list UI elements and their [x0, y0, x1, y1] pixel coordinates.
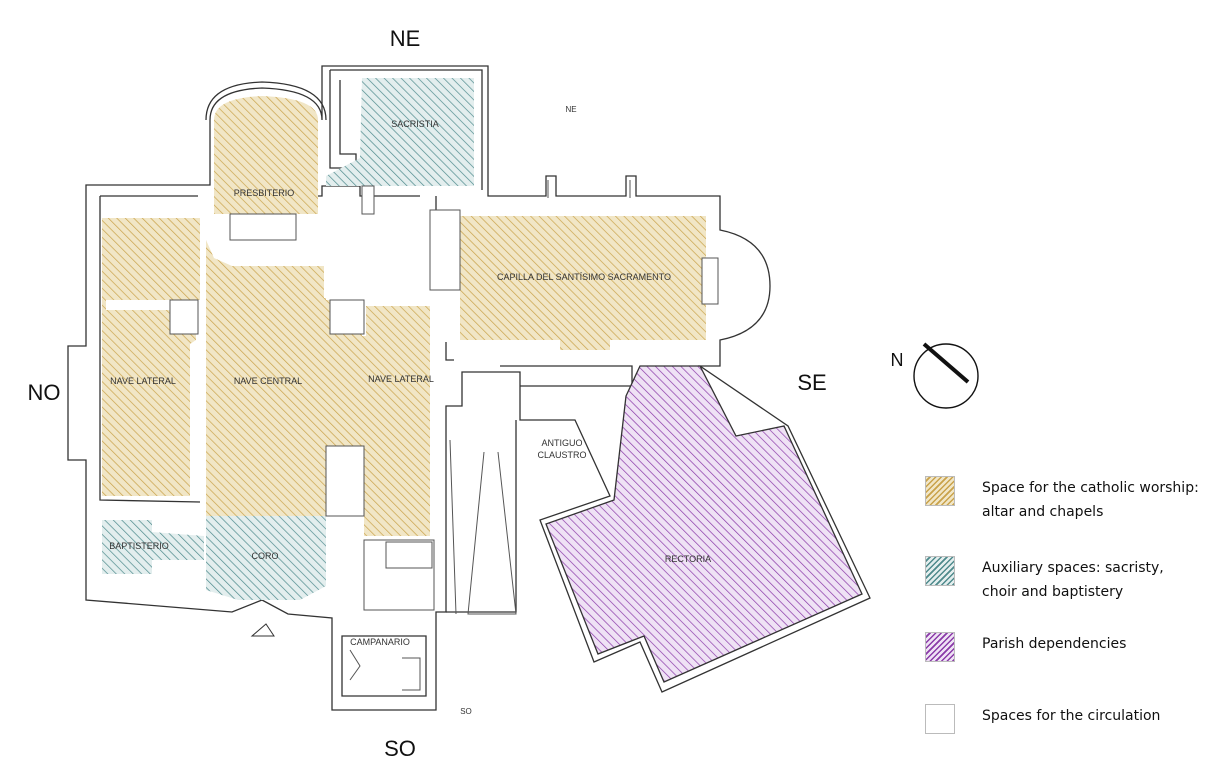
legend-text-auxiliary: Auxiliary spaces: sacristy, choir and ba… [982, 560, 1164, 600]
room-labels: SACRISTIA PRESBITERIO NAVE LATERAL NAVE … [109, 119, 711, 647]
north-arrow-icon: N [891, 342, 979, 409]
legend-text-circulation: Spaces for the circulation [982, 708, 1161, 724]
sacristia-area [326, 78, 474, 186]
label-rectoria: RECTORIA [665, 554, 711, 564]
capilla-area [460, 216, 706, 350]
label-nave-lateral-left: NAVE LATERAL [110, 376, 176, 386]
orientation-so-small: SO [460, 707, 472, 716]
label-sacristia: SACRISTIA [391, 119, 439, 129]
auxiliary-swatch-icon [925, 556, 955, 586]
orientation-no: NO [28, 380, 61, 405]
presbiterio-area [214, 96, 318, 214]
nave-lateral-left-area [102, 218, 200, 496]
label-nave-lateral-right: NAVE LATERAL [368, 374, 434, 384]
orientation-labels: NE NO SE SO NE SO [28, 26, 827, 761]
label-baptisterio: BAPTISTERIO [109, 541, 169, 551]
rectoria-area [545, 365, 863, 683]
parish-swatch-icon [925, 632, 955, 662]
label-claustro: CLAUSTRO [537, 450, 586, 460]
orientation-so: SO [384, 736, 416, 761]
auxiliary-areas [102, 78, 474, 600]
worship-areas [102, 96, 706, 536]
coro-area [206, 516, 326, 600]
nave-central-area [206, 218, 430, 536]
legend-item-auxiliary: Auxiliary spaces: sacristy, choir and ba… [925, 556, 1164, 604]
legend-item-parish: Parish dependencies [925, 632, 1126, 662]
legend-item-worship: Space for the catholic worship: altar an… [925, 476, 1199, 524]
label-coro: CORO [252, 551, 279, 561]
legend-text-parish: Parish dependencies [982, 636, 1127, 652]
label-presbiterio: PRESBITERIO [234, 188, 295, 198]
legend-text-worship: Space for the catholic worship: altar an… [982, 480, 1199, 520]
orientation-ne-small: NE [565, 105, 576, 114]
baptisterio-area [102, 520, 204, 574]
orientation-ne: NE [390, 26, 421, 51]
parish-areas [545, 365, 863, 683]
worship-swatch-icon [925, 476, 955, 506]
label-nave-central: NAVE CENTRAL [234, 376, 302, 386]
interior-details [169, 180, 719, 691]
label-campanario: CAMPANARIO [350, 637, 410, 647]
orientation-se: SE [797, 370, 826, 395]
label-antiguo: ANTIGUO [541, 438, 582, 448]
north-label: N [891, 350, 904, 370]
circulation-swatch-icon [925, 704, 955, 734]
legend-item-circulation: Spaces for the circulation [925, 704, 1160, 734]
label-capilla: CAPILLA DEL SANTÍSIMO SACRAMENTO [497, 272, 671, 282]
